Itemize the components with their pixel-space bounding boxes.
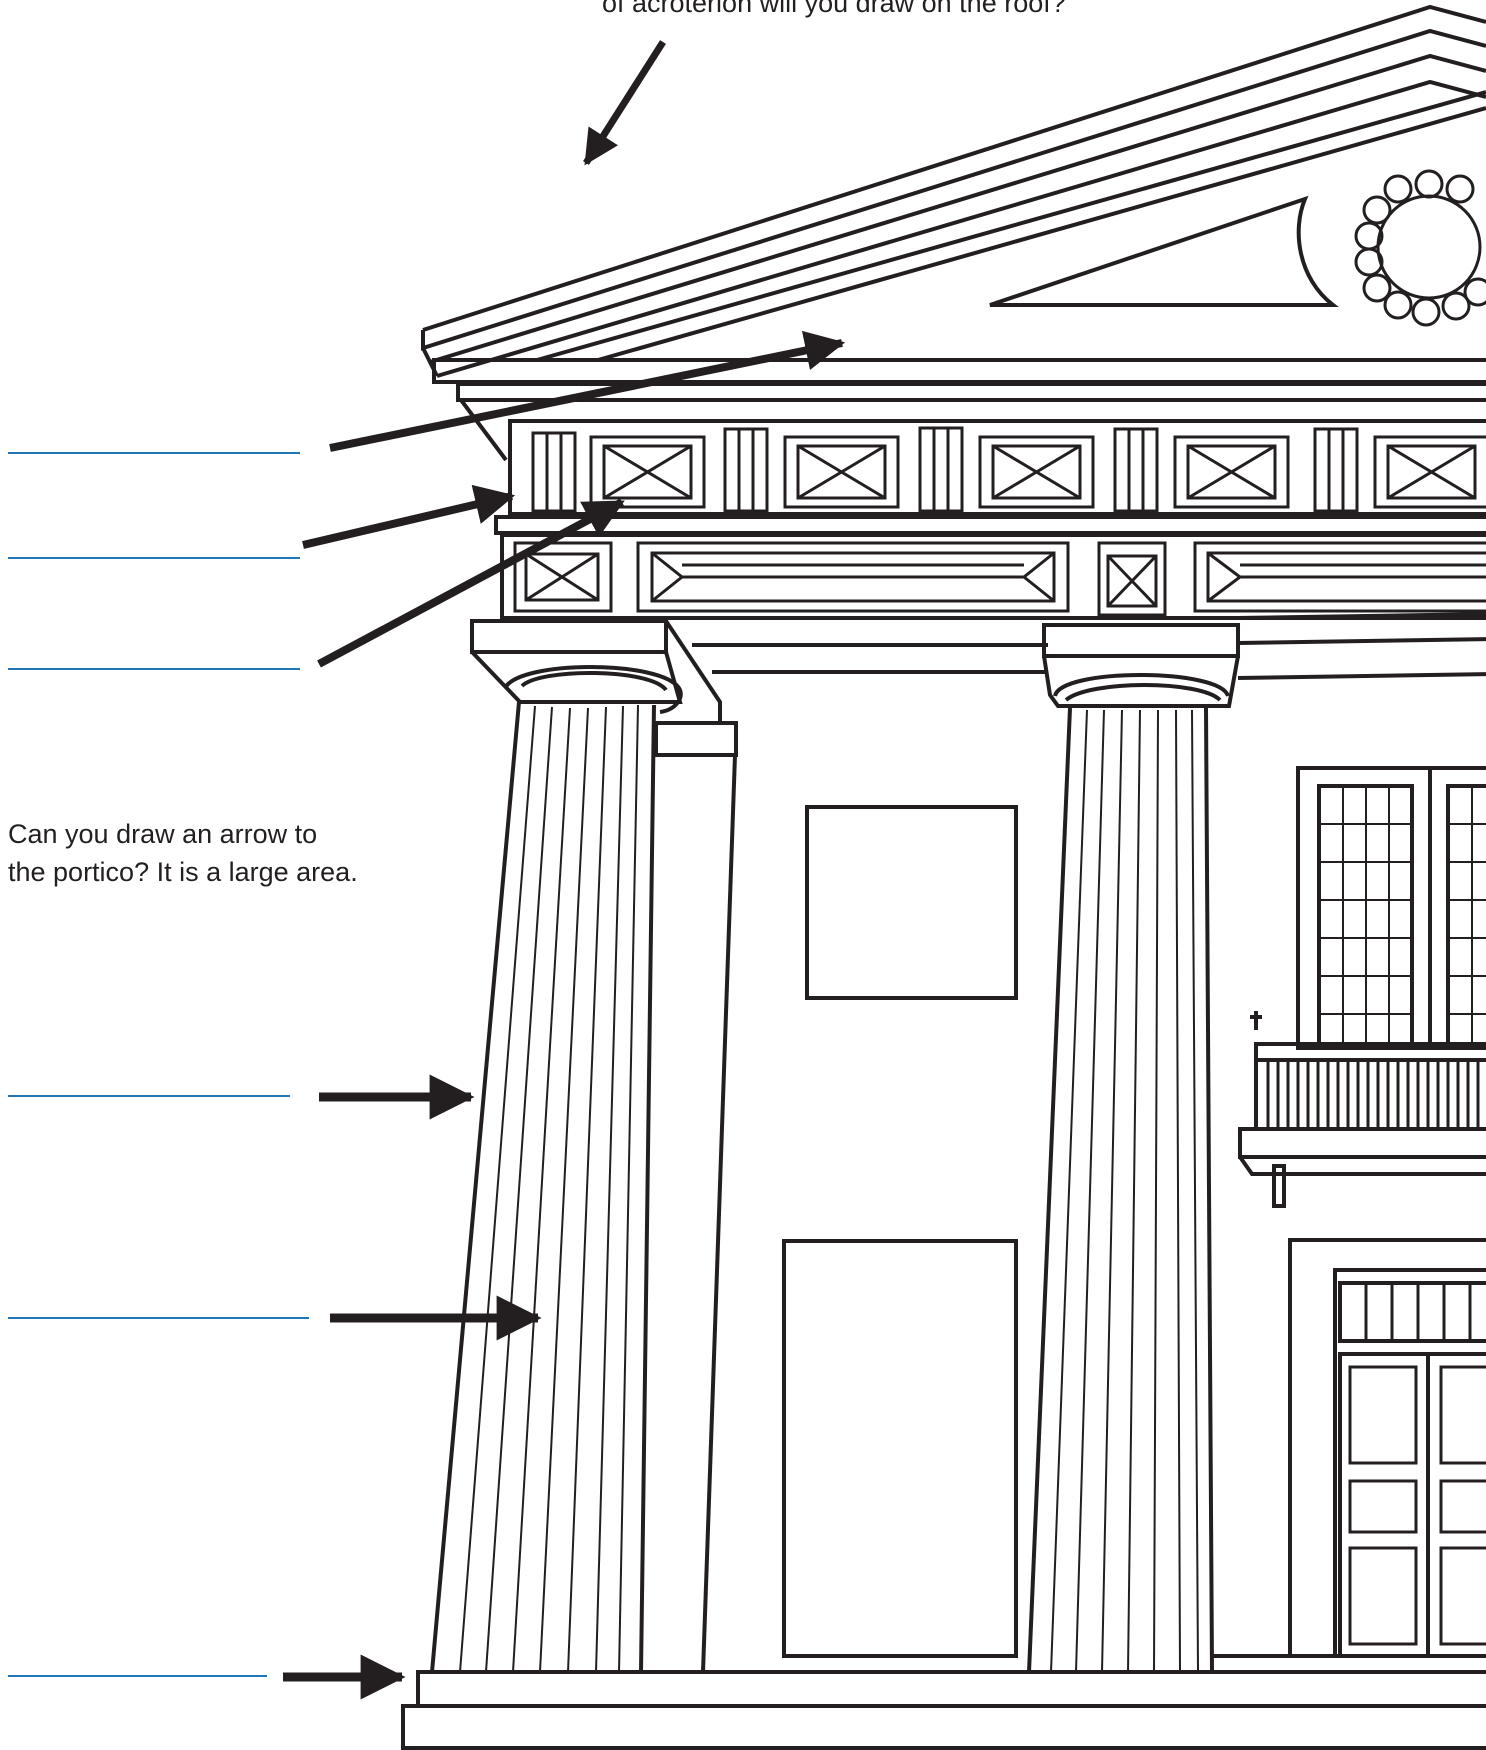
stylobate [403,1656,1486,1748]
lower-door-opening [784,1241,1016,1656]
right-window [1298,768,1486,1048]
center-column-capital [1044,625,1238,706]
left-column [432,702,735,1672]
arrow-to-frieze [303,496,512,545]
arrow-to-roof [586,42,663,163]
right-door [1290,1240,1486,1656]
architrave [502,535,1486,618]
frieze [496,421,1486,533]
center-column [1029,708,1212,1672]
upper-window-opening [807,807,1016,998]
rosette [1356,171,1486,325]
pediment [423,7,1486,460]
